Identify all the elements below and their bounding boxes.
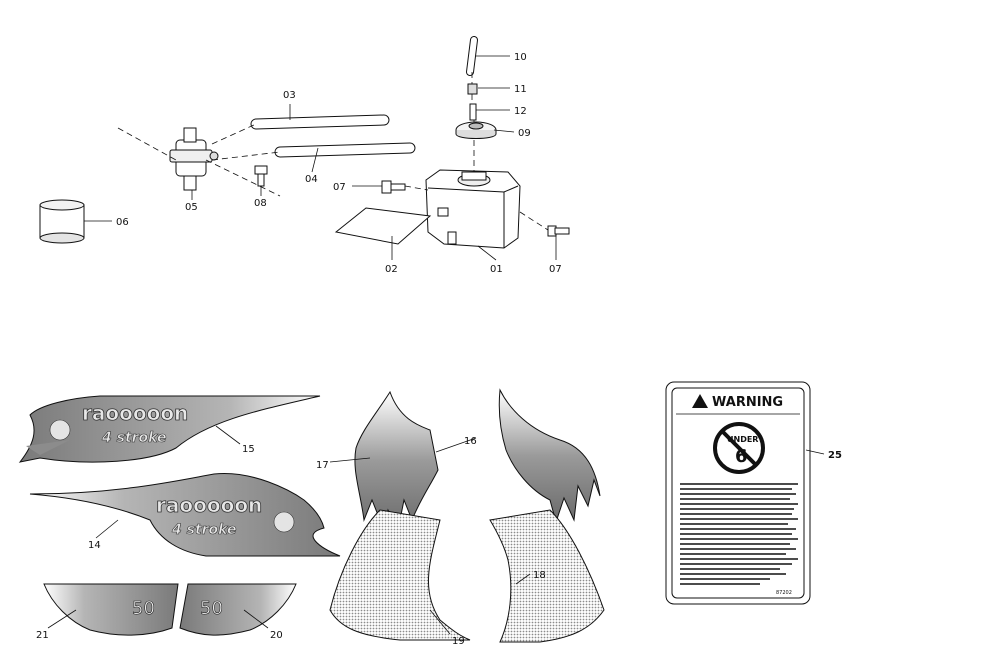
part-05-fuel-valve (169, 127, 219, 191)
callout-19: 19 (452, 636, 465, 647)
callout-21: 21 (36, 630, 49, 641)
callout-14: 14 (88, 540, 101, 551)
callout-20: 20 (270, 630, 283, 641)
part-04-fuel-hose (274, 142, 416, 158)
callout-01: 01 (490, 264, 503, 275)
callout-03: 03 (283, 90, 296, 101)
leader-lines-lower (47, 425, 825, 635)
callout-05: 05 (185, 202, 198, 213)
warning-fine-print (680, 483, 798, 585)
part-07-bolt-right (547, 225, 570, 237)
callouts-lower: 15 14 16 17 18 19 21 20 25 (36, 436, 842, 647)
part-12-vent-fitting (469, 103, 477, 121)
assembly-lines (117, 72, 549, 231)
callout-11: 11 (514, 84, 527, 95)
callout-17: 17 (316, 460, 329, 471)
callout-12: 12 (514, 106, 527, 117)
callout-04: 04 (305, 174, 318, 185)
decal-16-front-right (498, 388, 601, 524)
decal-19-fender-left (329, 509, 471, 641)
decal-21-number: 50 (132, 598, 155, 619)
leader-lines-upper (84, 55, 557, 261)
part-09-tank-cap (455, 121, 497, 139)
decal-21-number-left: 50 (43, 583, 179, 636)
callout-18: 18 (533, 570, 546, 581)
decal-20-number-right: 50 (179, 583, 297, 636)
decal-15-brand: raooooon (82, 401, 188, 425)
warning-triangle-icon (692, 394, 708, 408)
callout-10: 10 (514, 52, 527, 63)
callout-09: 09 (518, 128, 531, 139)
warning-label-25: WARNING UNDER 6 (665, 381, 811, 605)
warning-header: WARNING (712, 395, 783, 410)
part-11-valve (467, 83, 478, 95)
age-badge-line1: UNDER (727, 435, 758, 444)
part-06-filler-pipe (26, 124, 122, 272)
decal-14-side-right: raooooon 4 stroke (29, 472, 341, 557)
callout-07-left: 07 (333, 182, 346, 193)
callout-08: 08 (254, 198, 267, 209)
part-02-pad (334, 207, 432, 245)
decal-20-number: 50 (200, 598, 223, 619)
callout-25: 25 (828, 450, 842, 461)
decal-14-brand: raooooon (156, 493, 262, 517)
warning-label-code: 87202 (776, 590, 792, 596)
callout-16: 16 (464, 436, 477, 447)
decal-15-engine: 4 stroke (101, 430, 166, 446)
callout-02: 02 (385, 264, 398, 275)
callout-15: 15 (242, 444, 255, 455)
callout-07-right: 07 (549, 264, 562, 275)
decal-14-engine: 4 stroke (171, 522, 236, 538)
decal-15-side-left: raooooon 4 stroke (18, 395, 321, 463)
part-01-fuel-tank (425, 169, 521, 249)
callouts-upper: 10 11 12 09 03 04 05 08 07 06 02 01 07 (116, 52, 562, 275)
callout-06: 06 (116, 217, 129, 228)
decal-17-front-left (354, 390, 439, 532)
decal-18-fender-right (489, 509, 605, 643)
part-10-vent-hose (466, 36, 478, 76)
part-03-fuel-hose (250, 114, 390, 130)
part-08-bolt (254, 165, 268, 187)
part-07-bolt-left (381, 180, 406, 194)
